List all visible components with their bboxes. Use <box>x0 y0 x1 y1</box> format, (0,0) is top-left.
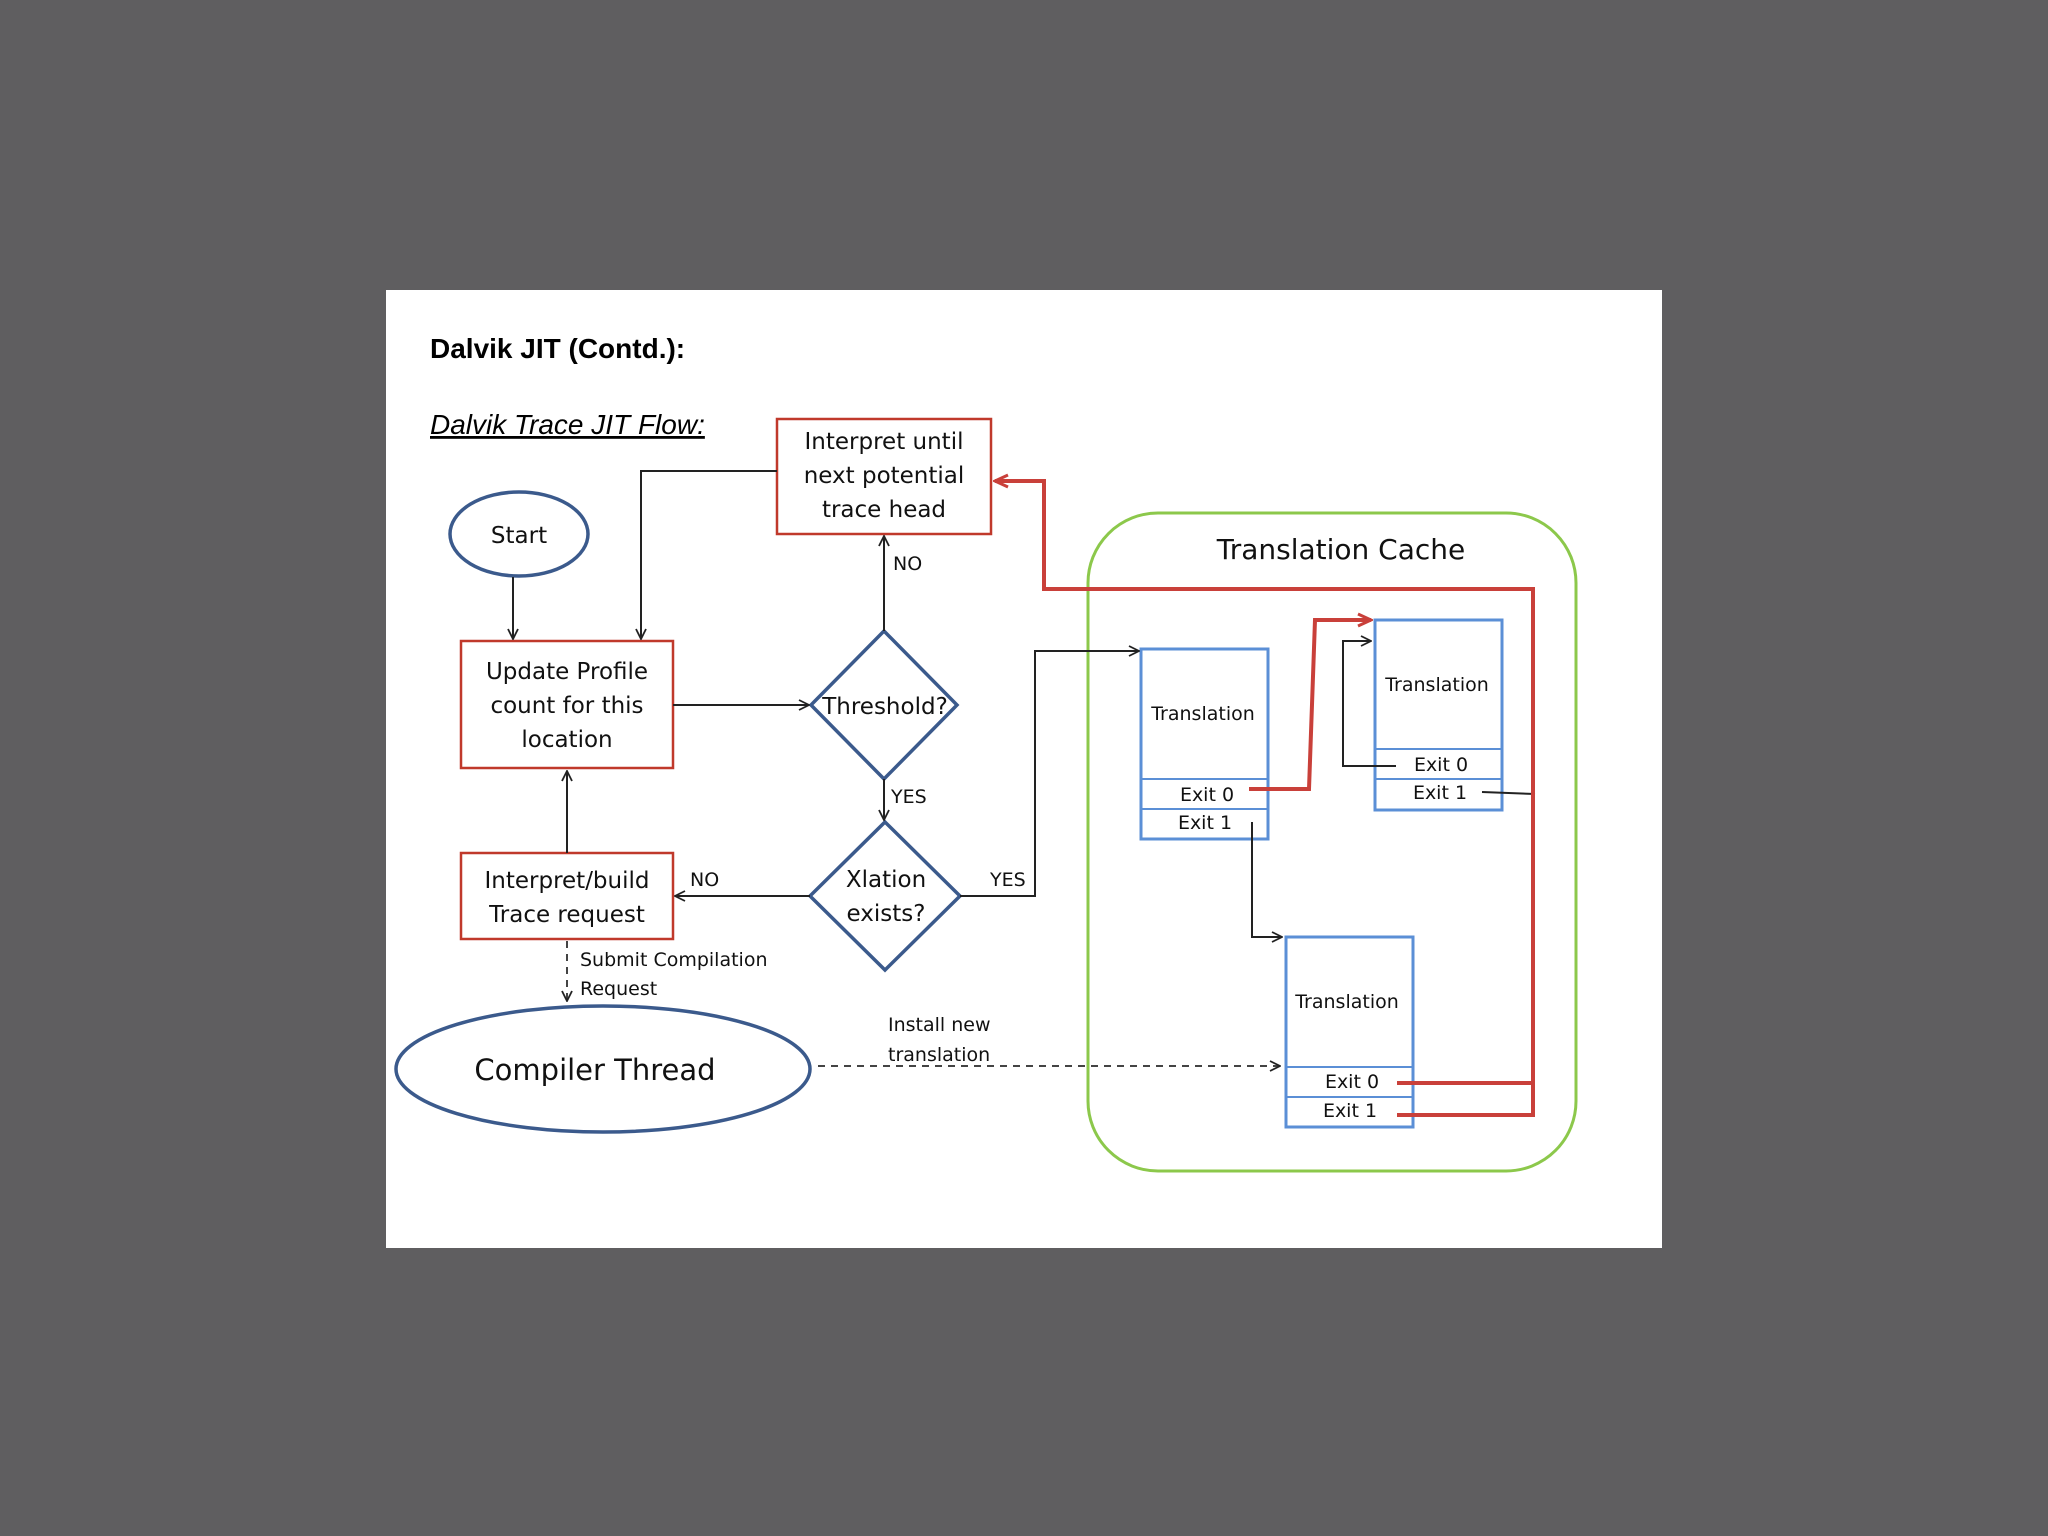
translation-2-exit-1: Exit 1 <box>1413 782 1467 804</box>
xlation-exists-decision <box>807 819 963 973</box>
submit-label-line-2: Request <box>580 978 657 1000</box>
compiler-thread-label: Compiler Thread <box>474 1053 715 1087</box>
translation-block-3 <box>1284 935 1415 1129</box>
interpret-until-line-1: Interpret until <box>805 429 964 455</box>
compiler-thread-node <box>394 1004 812 1134</box>
install-label-line-2: translation <box>888 1044 990 1066</box>
xlation-no-label: NO <box>690 869 719 891</box>
interpret-until-line-3: trace head <box>822 497 946 523</box>
line-t2-exit1 <box>1481 791 1536 795</box>
translation-cache-container <box>1086 511 1578 1173</box>
translation-block-1 <box>1139 647 1270 841</box>
interpret-build-node <box>459 851 675 941</box>
chain-t3-exits <box>1397 1081 1535 1117</box>
translation-2-label: Translation <box>1384 674 1489 696</box>
install-label-line-1: Install new <box>888 1014 991 1036</box>
xlation-yes-label: YES <box>989 869 1026 891</box>
translation-1-label: Translation <box>1150 703 1255 725</box>
arrow-t2-exit0-loop <box>1342 641 1396 767</box>
threshold-no-label: NO <box>893 553 922 575</box>
slide-title: Dalvik JIT (Contd.): <box>430 333 685 364</box>
interpret-build-line-1: Interpret/build <box>484 868 649 894</box>
translation-block-2 <box>1373 618 1504 812</box>
translation-2-exit-0: Exit 0 <box>1414 754 1468 776</box>
interpret-build-line-2: Trace request <box>488 902 645 928</box>
update-profile-line-2: count for this <box>490 693 643 719</box>
arrow-xlation-yes <box>960 651 1139 897</box>
update-profile-node <box>459 639 675 770</box>
translation-cache-title: Translation Cache <box>1216 533 1466 566</box>
start-label: Start <box>491 523 547 549</box>
xlation-exists-line-1: Xlation <box>846 867 926 893</box>
translation-1-exit-0: Exit 0 <box>1180 784 1234 806</box>
threshold-yes-label: YES <box>890 786 927 808</box>
translation-3-exit-1: Exit 1 <box>1323 1100 1377 1122</box>
translation-3-exit-0: Exit 0 <box>1325 1071 1379 1093</box>
arrow-t1-exit1-to-t3 <box>1251 822 1282 937</box>
translation-1-exit-1: Exit 1 <box>1178 812 1232 834</box>
interpret-until-line-2: next potential <box>804 463 965 489</box>
interpret-until-node <box>775 417 993 536</box>
chain-t1-exit0-to-t2 <box>1249 620 1371 791</box>
threshold-label: Threshold? <box>821 694 948 720</box>
xlation-exists-line-2: exists? <box>847 901 926 927</box>
submit-label-line-1: Submit Compilation <box>580 949 768 971</box>
chain-to-interpreter <box>995 481 1535 1115</box>
translation-3-label: Translation <box>1294 991 1399 1013</box>
update-profile-line-1: Update Profile <box>486 659 648 685</box>
arrow-interpret-to-update <box>641 470 777 639</box>
update-profile-line-3: location <box>521 727 612 753</box>
start-node <box>448 490 590 578</box>
slide-subtitle: Dalvik Trace JIT Flow: <box>430 409 705 440</box>
